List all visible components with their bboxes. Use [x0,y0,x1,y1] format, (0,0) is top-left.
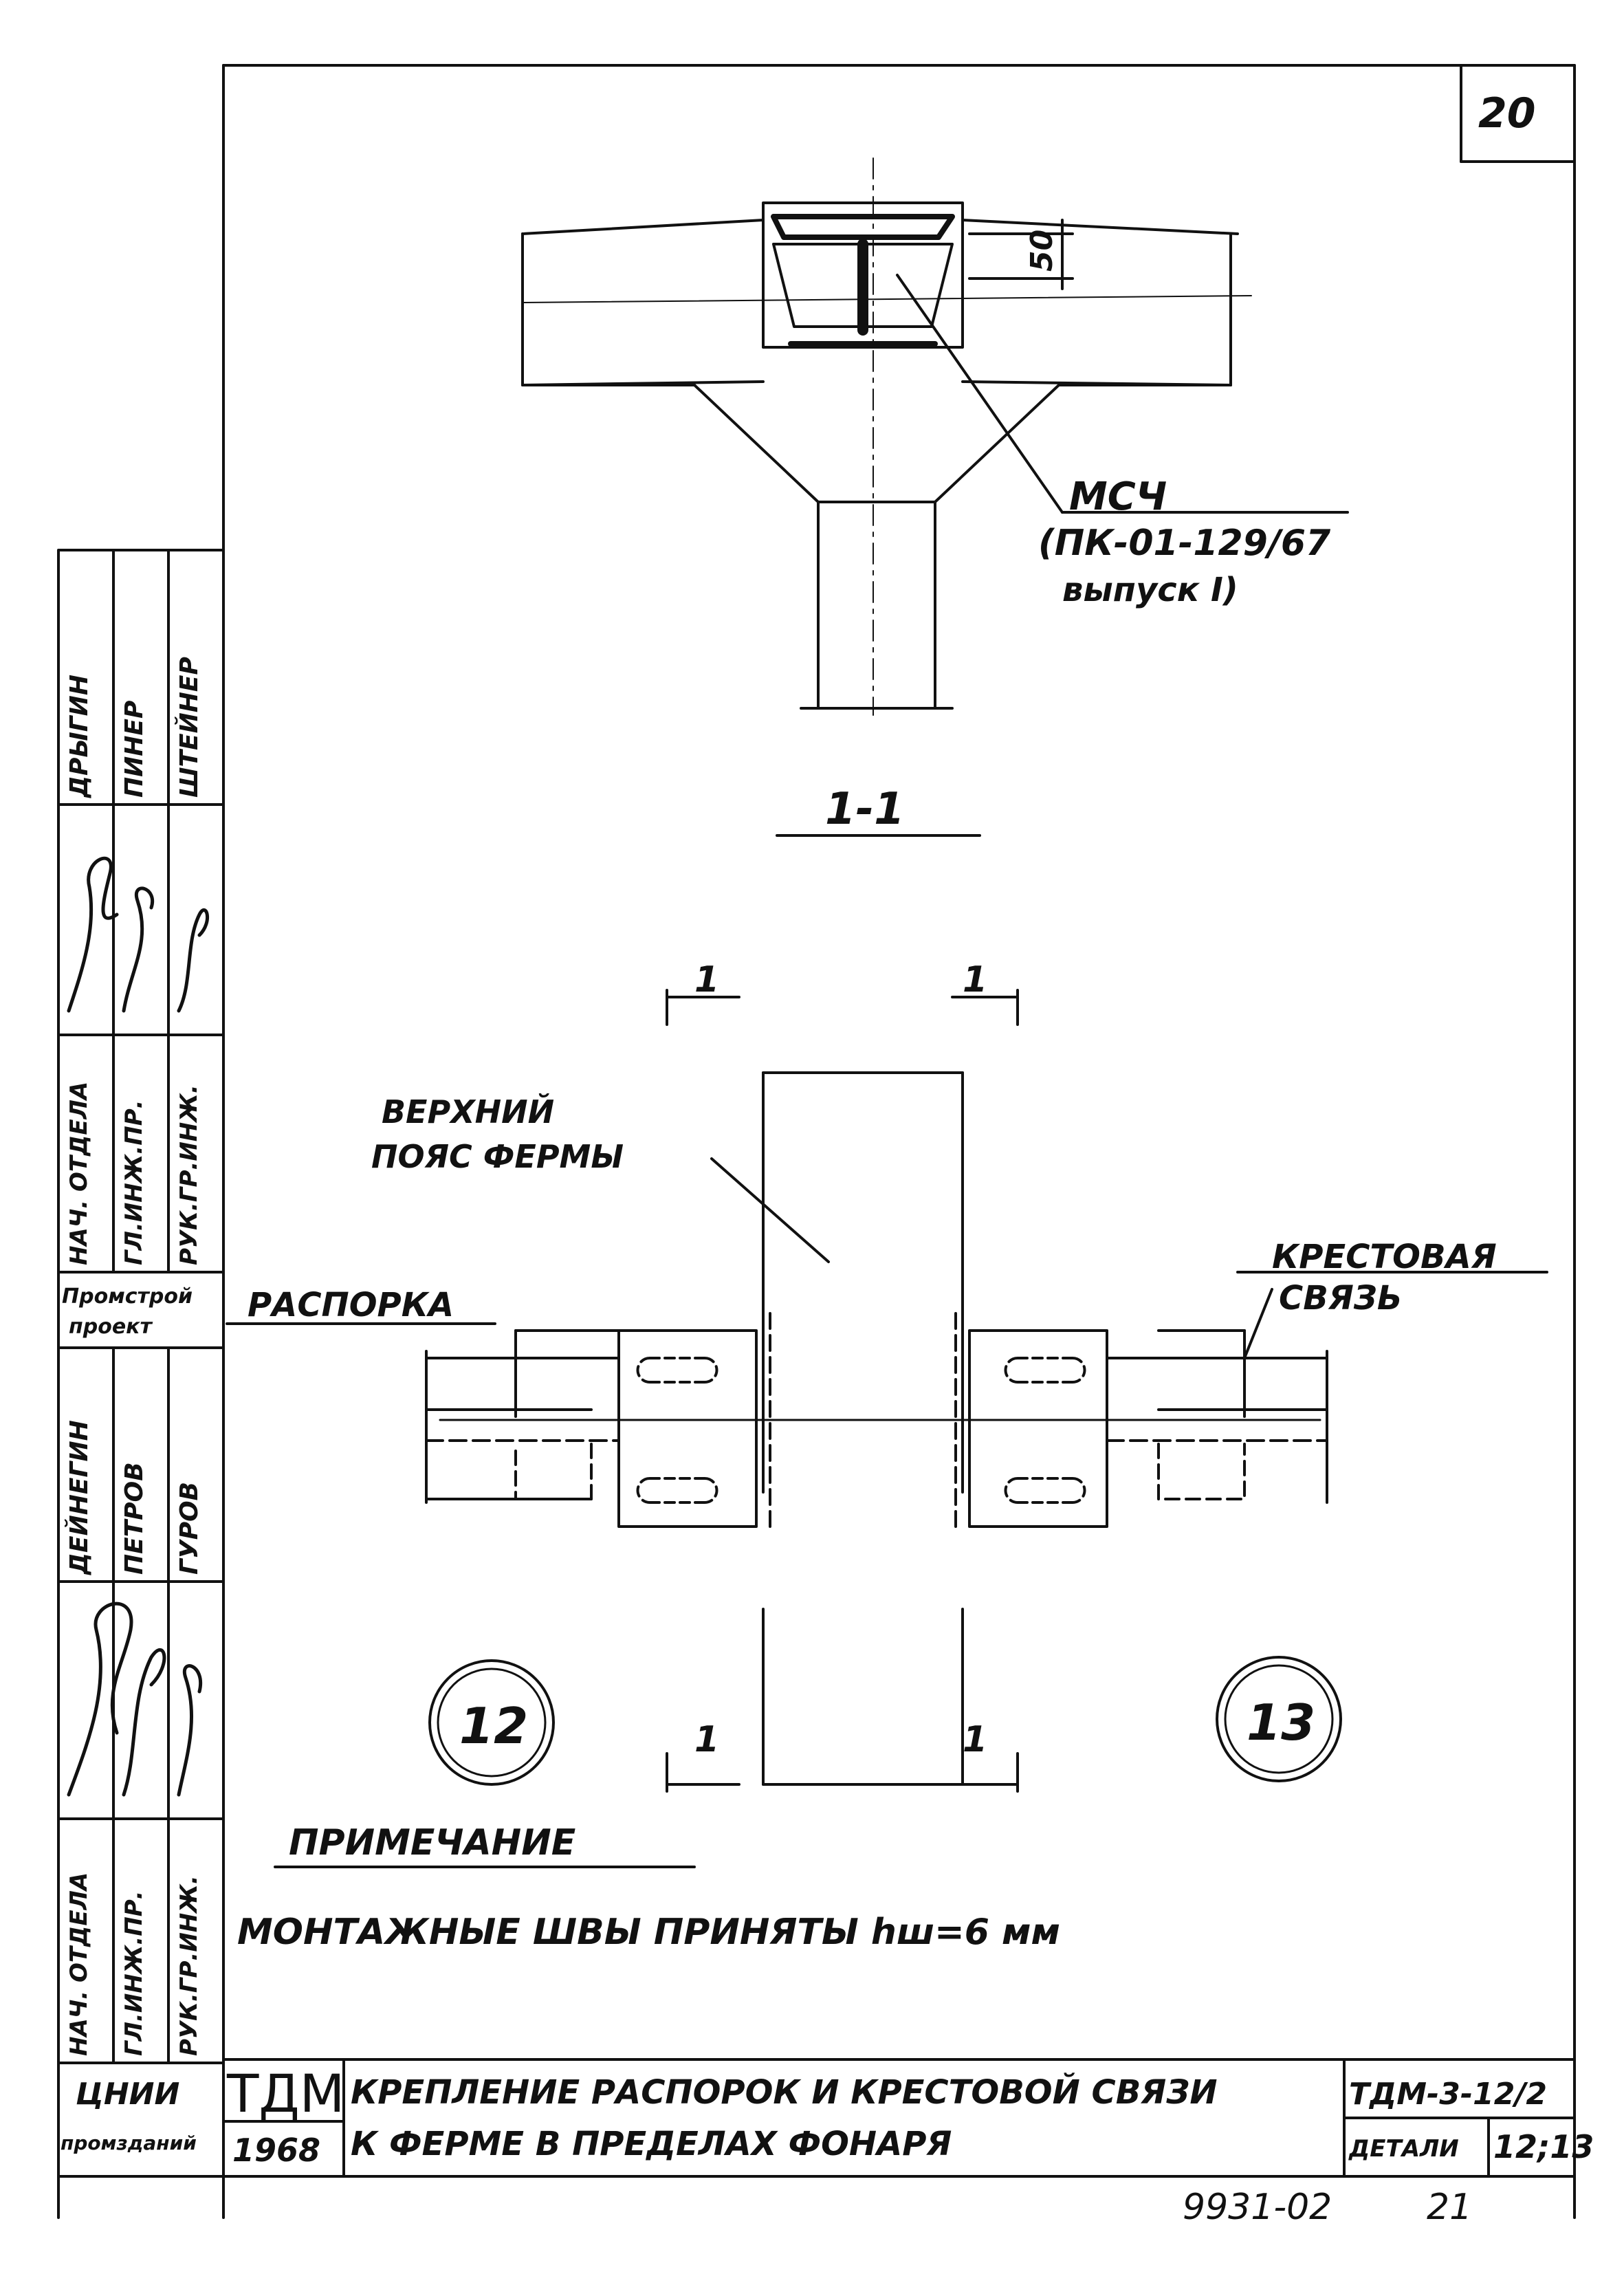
note-text: МОНТАЖНЫЕ ШВЫ ПРИНЯТЫ hш=6 мм [237,1912,1060,1953]
label-strut: РАСПОРКА [248,1286,454,1324]
stamp-org-sub: промзданий [61,2132,197,2154]
section-mark-bottom-right: 1 [963,1719,988,1760]
archive-code: 9931-02 [1183,2187,1332,2228]
label-brace-1: КРЕСТОВАЯ [1272,1238,1497,1276]
label-top-chord-1: ВЕРХНИЙ [382,1093,555,1130]
callout-issue: выпуск I) [1062,571,1238,609]
section-mark-top-right: 1 [963,959,988,1001]
details-value: 12;13 [1493,2128,1594,2165]
year: 1968 [232,2132,321,2169]
callout-mcu: МСЧ [1069,474,1167,519]
title-line-2: К ФЕРМЕ В ПРЕДЕЛАХ ФОНАРЯ [351,2125,952,2163]
title-line-1: КРЕПЛЕНИЕ РАСПОРОК И КРЕСТОВОЙ СВЯЗИ [351,2073,1218,2112]
stamp-proj-org-2: проект [69,1315,152,1339]
details-label: ДЕТАЛИ [1349,2135,1459,2163]
stamp-proj-org-1: Промстрой [62,1284,193,1309]
plan-view-drawing [226,989,1548,1793]
section-label: 1-1 [825,784,905,835]
label-top-chord-2: ПОЯС ФЕРМЫ [371,1138,624,1175]
callout-series: (ПК-01-129/67 [1038,523,1331,564]
section-1-1-drawing [521,157,1349,837]
detail-number-12: 12 [459,1697,529,1755]
series-code: ТДМ-3-12/2 [1349,2077,1548,2112]
note-heading: ПРИМЕЧАНИЕ [289,1822,576,1863]
label-brace-2: СВЯЗЬ [1279,1279,1403,1318]
side-stamp-grid [57,549,225,2178]
org-mark: ТДМ [227,2063,345,2124]
stamp-org: ЦНИИ [76,2077,180,2112]
detail-number-13: 13 [1247,1694,1316,1751]
title-block-grid [222,2058,1576,2178]
bottom-number: 21 [1427,2187,1473,2228]
page-number: 20 [1478,89,1536,138]
section-mark-bottom-left: 1 [694,1719,720,1760]
section-mark-top-left: 1 [694,959,720,1001]
